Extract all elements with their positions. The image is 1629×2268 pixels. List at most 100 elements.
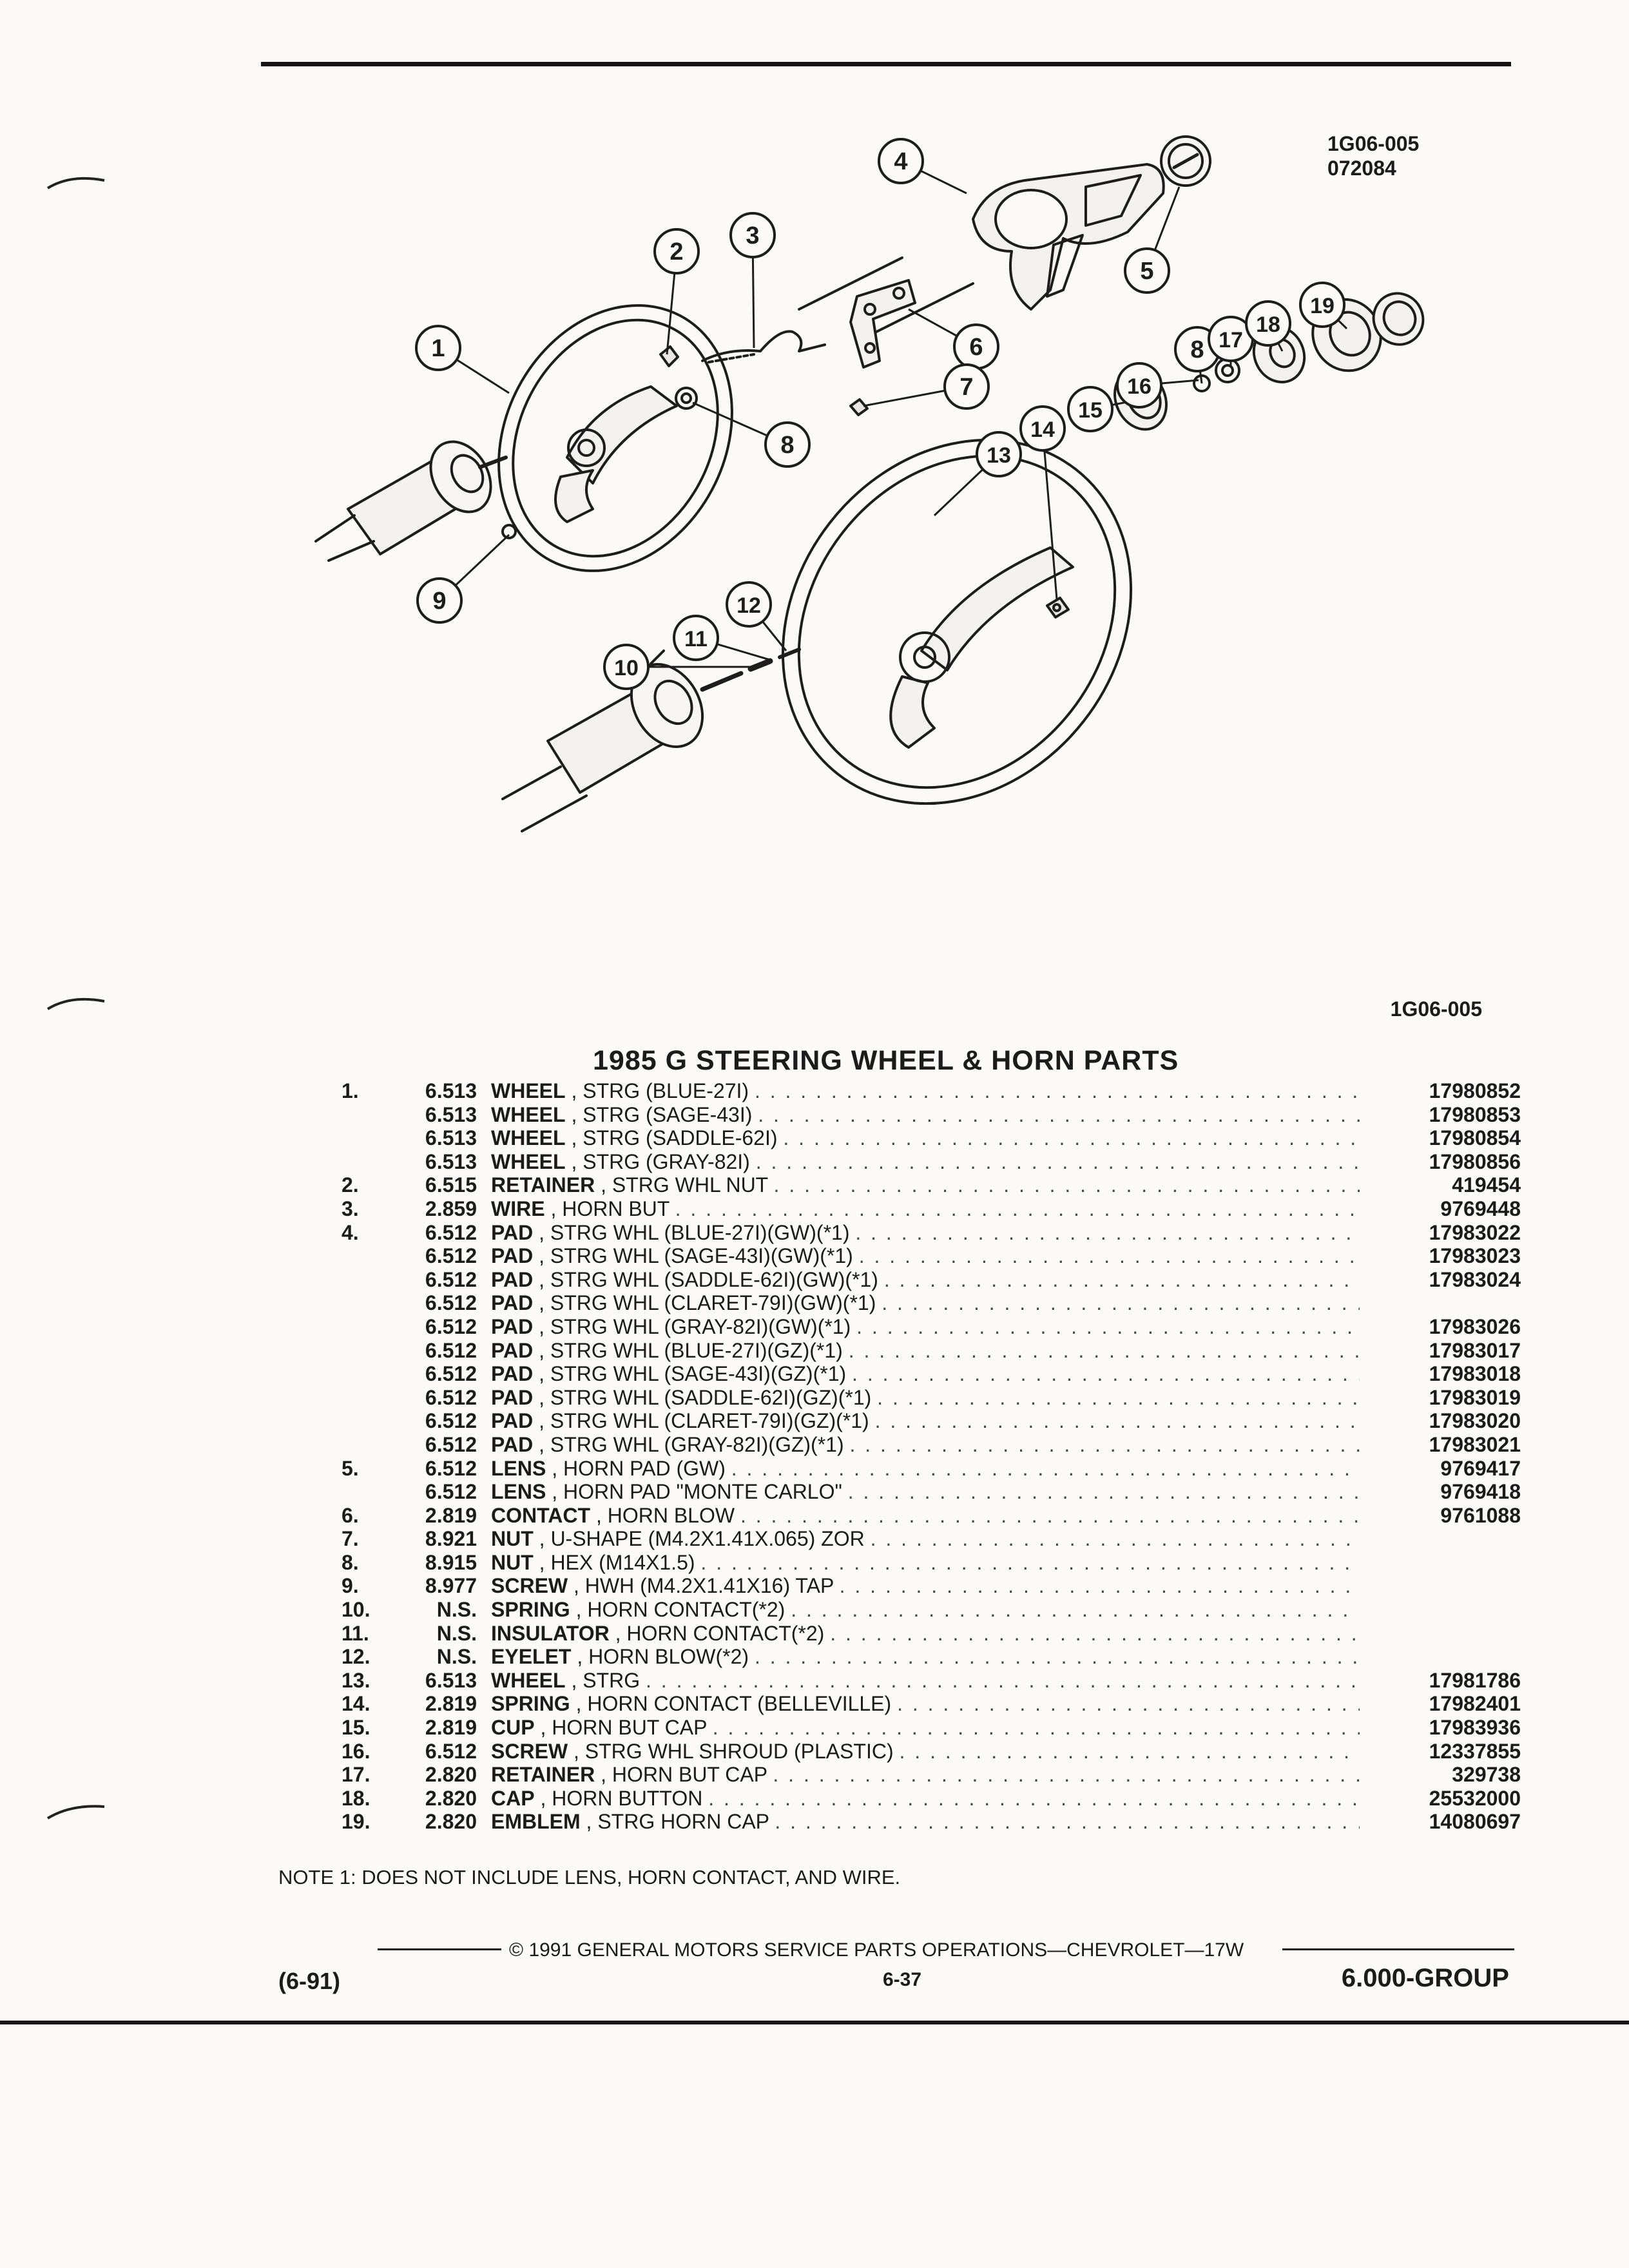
lower-steering-column bbox=[501, 648, 801, 832]
part-description: NUT , U-SHAPE (M4.2X1.41X.065) ZOR . . .… bbox=[491, 1527, 1360, 1551]
part-number: 17983017 bbox=[1429, 1338, 1521, 1362]
leader-dots: . . . . . . . . . . . . . . . . . . . . … bbox=[712, 1716, 1360, 1740]
leader-dots: . . . . . . . . . . . . . . . . . . . . … bbox=[740, 1503, 1360, 1527]
leader-dots: . . . . . . . . . . . . . . . . . . . . … bbox=[855, 1220, 1360, 1244]
part-detail: , HORN BUT bbox=[545, 1196, 675, 1220]
part-number: 9769418 bbox=[1440, 1480, 1521, 1504]
leader-dots: . . . . . . . . . . . . . . . . . . . . … bbox=[899, 1739, 1360, 1763]
callout-number: 11 bbox=[684, 627, 708, 651]
callout-bubble bbox=[729, 212, 776, 258]
part-detail: , STRG WHL NUT bbox=[595, 1173, 774, 1197]
leader-dots: . . . . . . . . . . . . . . . . . . . . … bbox=[773, 1173, 1360, 1197]
leader-dots: . . . . . . . . . . . . . . . . . . . . … bbox=[897, 1692, 1360, 1716]
part-name: WHEEL bbox=[491, 1668, 566, 1692]
callout-bubble bbox=[653, 228, 700, 274]
part-row: 6.512 PAD , STRG WHL (BLUE-27I)(GZ)(*1) .… bbox=[342, 1339, 1521, 1363]
part-ref: 15. bbox=[342, 1716, 371, 1740]
leader-dots: . . . . . . . . . . . . . . . . . . . . … bbox=[773, 1763, 1360, 1787]
part-group-number: 2.820 bbox=[425, 1763, 477, 1787]
part-description: INSULATOR , HORN CONTACT(*2) . . . . . .… bbox=[491, 1622, 1360, 1646]
part-description: CONTACT , HORN BLOW . . . . . . . . . . … bbox=[491, 1504, 1360, 1528]
part-name: SPRING bbox=[491, 1598, 570, 1622]
part-description: WHEEL , STRG (GRAY-82I) . . . . . . . . … bbox=[491, 1150, 1360, 1174]
leader-dots: . . . . . . . . . . . . . . . . . . . . … bbox=[791, 1598, 1360, 1622]
part-description: WHEEL , STRG . . . . . . . . . . . . . .… bbox=[491, 1669, 1360, 1693]
part-detail: , HORN BLOW bbox=[590, 1503, 740, 1527]
part-detail: , HORN PAD (GW) bbox=[546, 1456, 731, 1480]
part-group-number: 2.820 bbox=[425, 1786, 477, 1810]
part-number: 17981786 bbox=[1429, 1668, 1521, 1692]
callout-number: 8 bbox=[1190, 336, 1204, 363]
part-number: 17983021 bbox=[1429, 1432, 1521, 1456]
leader-dots: . . . . . . . . . . . . . . . . . . . . … bbox=[755, 1149, 1360, 1173]
part-name: PAD bbox=[491, 1267, 534, 1291]
part-description: RETAINER , STRG WHL NUT . . . . . . . . … bbox=[491, 1173, 1360, 1197]
part-detail: , STRG (BLUE-27I) bbox=[565, 1079, 755, 1102]
part-description: WHEEL , STRG (BLUE-27I) . . . . . . . . … bbox=[491, 1079, 1360, 1103]
callout-number: 6 bbox=[969, 334, 983, 361]
part-description: PAD , STRG WHL (BLUE-27I)(GW)(*1) . . . … bbox=[491, 1221, 1360, 1245]
leader-dots: . . . . . . . . . . . . . . . . . . . . … bbox=[858, 1244, 1360, 1268]
callout-number: 18 bbox=[1256, 312, 1280, 337]
leader-dots: . . . . . . . . . . . . . . . . . . . . … bbox=[839, 1574, 1360, 1598]
part-group-number: 2.819 bbox=[425, 1716, 477, 1740]
callout-number: 8 bbox=[780, 432, 794, 459]
part-description: CAP , HORN BUTTON . . . . . . . . . . . … bbox=[491, 1787, 1360, 1811]
part-group-number: 6.512 bbox=[425, 1338, 477, 1362]
callout-number: 19 bbox=[1310, 294, 1335, 318]
part-number: 17983019 bbox=[1429, 1385, 1521, 1409]
callout-bubble bbox=[726, 581, 772, 628]
part-detail: , STRG WHL (SADDLE-62I)(GZ)(*1) bbox=[533, 1385, 878, 1409]
margin-mark-middle bbox=[46, 997, 105, 1010]
part-name: NUT bbox=[491, 1550, 534, 1574]
leader-dots: . . . . . . . . . . . . . . . . . . . . … bbox=[874, 1409, 1360, 1433]
callout-bubble bbox=[673, 615, 719, 661]
part-detail: , STRG WHL (CLARET-79I)(GZ)(*1) bbox=[533, 1409, 875, 1433]
callout-number: 15 bbox=[1078, 398, 1103, 423]
part-name: LENS bbox=[491, 1456, 546, 1480]
part-description: PAD , STRG WHL (SADDLE-62I)(GZ)(*1) . . … bbox=[491, 1386, 1360, 1410]
part-description: PAD , STRG WHL (BLUE-27I)(GZ)(*1) . . . … bbox=[491, 1339, 1360, 1363]
part-description: EYELET , HORN BLOW(*2) . . . . . . . . .… bbox=[491, 1645, 1360, 1669]
part-group-number: 6.512 bbox=[425, 1362, 477, 1386]
part-number: 17983026 bbox=[1429, 1314, 1521, 1338]
footer-rule-left bbox=[378, 1948, 501, 1950]
part-name: LENS bbox=[491, 1480, 546, 1504]
part-group-number: 2.859 bbox=[425, 1196, 477, 1220]
part-group-number: 6.512 bbox=[425, 1480, 477, 1504]
leader-dots: . . . . . . . . . . . . . . . . . . . . … bbox=[852, 1362, 1360, 1386]
top-rule bbox=[261, 62, 1511, 66]
part-detail: , HORN PAD "MONTE CARLO" bbox=[546, 1480, 848, 1504]
part-ref: 14. bbox=[342, 1692, 371, 1716]
footer-date: (6-91) bbox=[278, 1968, 341, 1994]
part-group-number: N.S. bbox=[436, 1645, 477, 1669]
leader-dots: . . . . . . . . . . . . . . . . . . . . … bbox=[754, 1079, 1360, 1102]
part-ref: 5. bbox=[342, 1456, 359, 1480]
part-detail: , STRG WHL (GRAY-82I)(GW)(*1) bbox=[533, 1314, 857, 1338]
part-description: PAD , STRG WHL (GRAY-82I)(GZ)(*1) . . . … bbox=[491, 1433, 1360, 1457]
leader-dots: . . . . . . . . . . . . . . . . . . . . … bbox=[775, 1810, 1360, 1834]
callout-number: 3 bbox=[746, 222, 759, 249]
callout-number: 2 bbox=[670, 238, 683, 265]
leader-dots: . . . . . . . . . . . . . . . . . . . . … bbox=[877, 1385, 1360, 1409]
callout-number: 10 bbox=[614, 656, 639, 680]
horn-pad bbox=[972, 163, 1165, 311]
steering-wheel-upper bbox=[497, 304, 733, 572]
part-name: PAD bbox=[491, 1362, 534, 1386]
part-number: 17980856 bbox=[1429, 1149, 1521, 1173]
part-description: SCREW , HWH (M4.2X1.41X16) TAP . . . . .… bbox=[491, 1574, 1360, 1598]
part-ref: 3. bbox=[342, 1196, 359, 1220]
part-number: 14080697 bbox=[1429, 1810, 1521, 1834]
part-name: NUT bbox=[491, 1527, 534, 1551]
